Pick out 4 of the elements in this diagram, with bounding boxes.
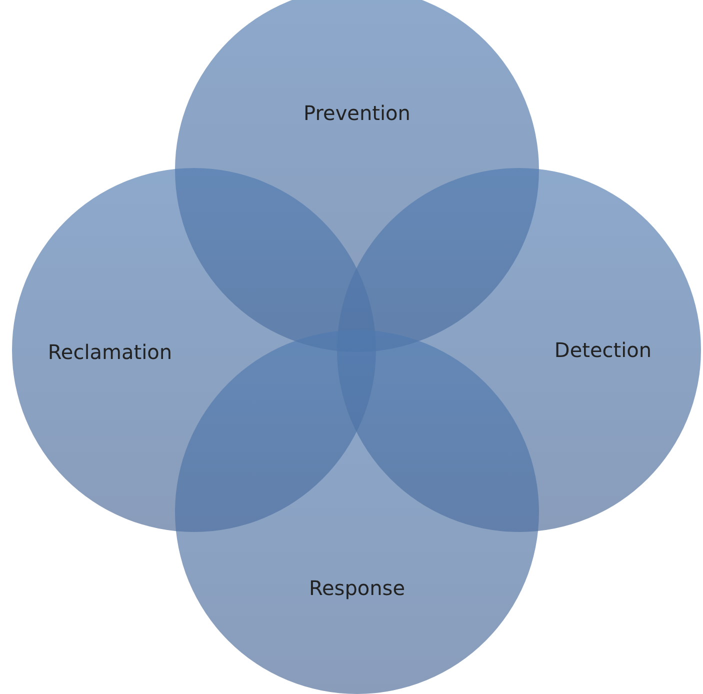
circle-label: Prevention xyxy=(304,101,410,125)
circle-label: Reclamation xyxy=(48,340,172,364)
circle-label: Detection xyxy=(554,338,652,362)
circle-label: Response xyxy=(308,576,406,600)
